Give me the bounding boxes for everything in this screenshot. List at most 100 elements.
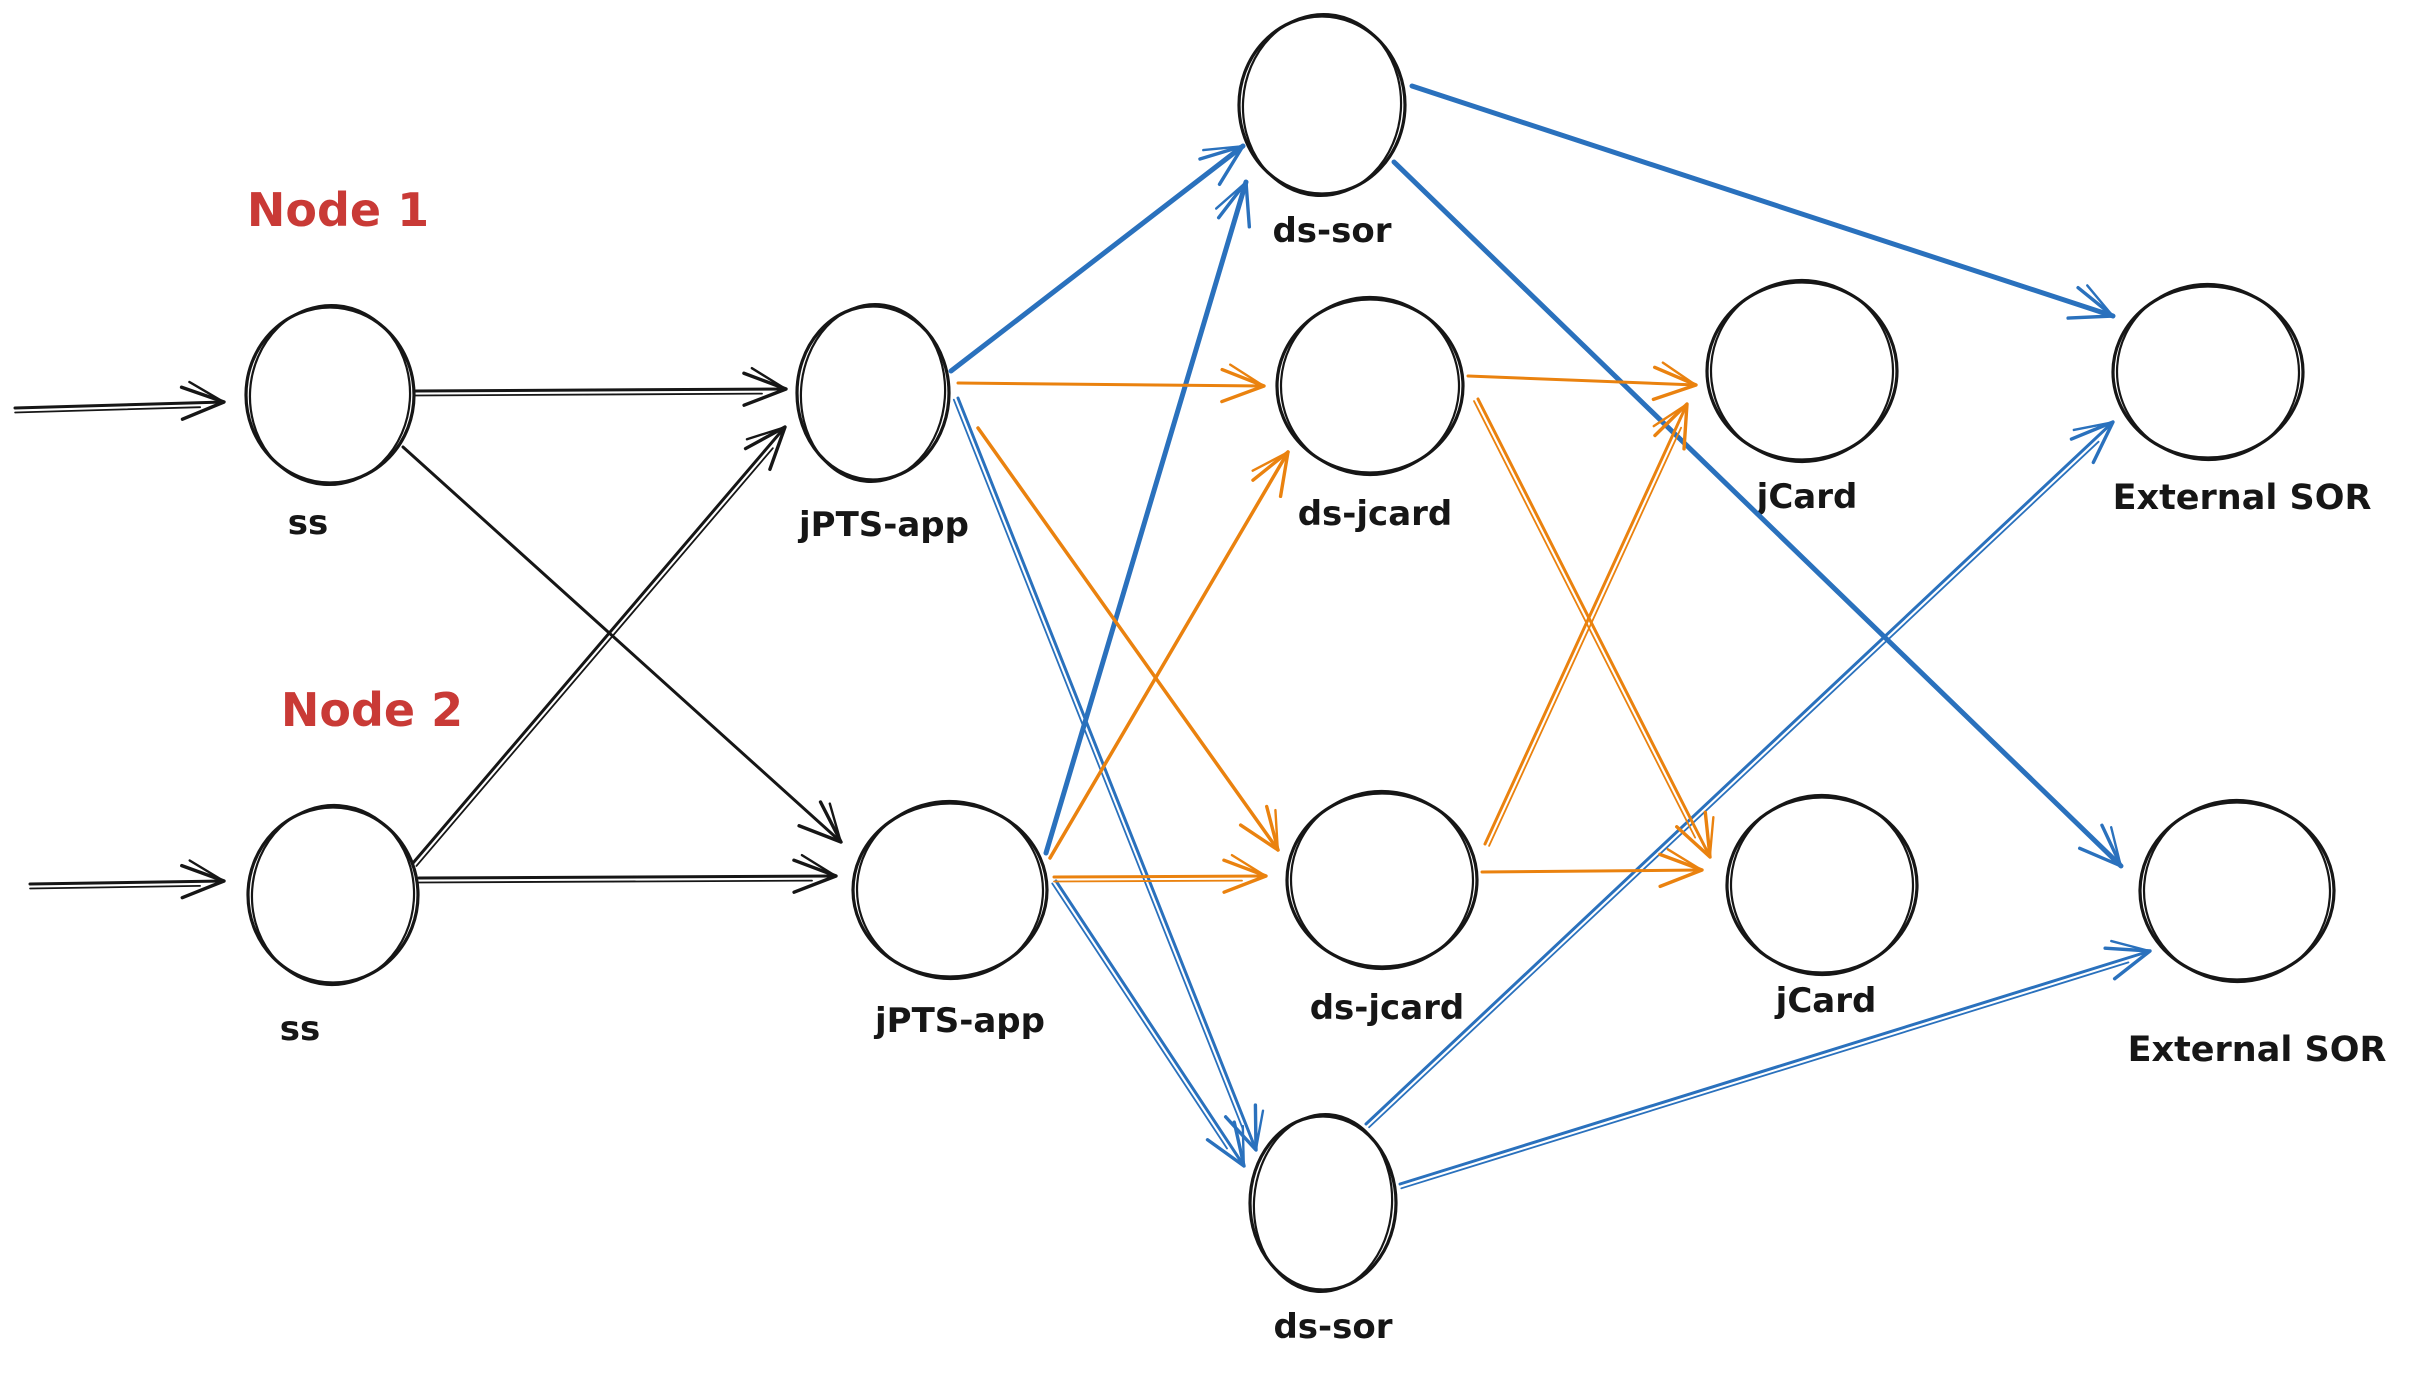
edge-ds-jcard-1-to-jcard-1[interactable] [1466, 361, 1698, 402]
edge-line[interactable] [1391, 159, 2124, 869]
edge-line-sketch [418, 879, 813, 884]
node-label-jcard-2: jCard [1774, 981, 1877, 1021]
edge-jpts-app-1-to-ds-jcard-1[interactable] [956, 363, 1266, 404]
edge-jpts-app-2-to-ds-sor-2[interactable] [1051, 879, 1246, 1168]
edge-external-input-to-ss-2[interactable] [28, 859, 226, 900]
edge-line[interactable] [417, 853, 838, 894]
node-ds-jcard-1[interactable]: ds-jcard [1275, 291, 1465, 534]
node-circle-sketch [1241, 12, 1403, 198]
edge-line[interactable] [1483, 402, 1689, 846]
node-label-jcard-1: jCard [1755, 477, 1858, 517]
edge-line-sketch [1051, 882, 1228, 1150]
edge-line-sketch [415, 447, 774, 867]
edge-line[interactable] [1052, 853, 1268, 894]
edge-ds-sor-2-to-external-sor-2[interactable] [1398, 939, 2152, 1190]
group-label-node-1: Node 1 [247, 183, 429, 237]
edge-ss-1-to-jpts-app-1[interactable] [412, 366, 788, 407]
node-jcard-1[interactable]: jCard [1705, 274, 1899, 517]
node-circle-sketch [1289, 789, 1475, 971]
edge-line-sketch [1488, 426, 1682, 847]
edge-line[interactable] [1043, 179, 1252, 856]
edge-line[interactable] [13, 380, 226, 421]
edge-line-sketch [413, 392, 763, 397]
node-jpts-app-2[interactable]: jPTS-app [851, 795, 1049, 1041]
edge-line-sketch [1368, 440, 2100, 1129]
edge-line[interactable] [1364, 420, 2115, 1126]
edge-line[interactable] [1048, 450, 1290, 860]
edge-line[interactable] [1409, 83, 2116, 320]
node-label-external-sor-2: External SOR [2128, 1030, 2387, 1070]
node-circle[interactable] [851, 801, 1049, 979]
edge-jpts-app-2-to-ds-jcard-2[interactable] [1052, 853, 1268, 894]
edge-line-sketch [1473, 400, 1697, 839]
edge-jpts-app-2-to-ds-jcard-1[interactable] [1048, 450, 1290, 860]
node-external-sor-1[interactable]: External SOR [2111, 278, 2371, 518]
edge-ds-jcard-1-to-jcard-2[interactable] [1473, 397, 1715, 859]
node-ss-2[interactable]: ss [246, 800, 420, 1049]
node-circle[interactable] [2111, 284, 2305, 460]
node-circle[interactable] [1285, 791, 1479, 969]
node-circle-sketch [2115, 282, 2301, 462]
node-ds-jcard-2[interactable]: ds-jcard [1285, 785, 1479, 1028]
edge-line-sketch [1400, 961, 2130, 1190]
node-circle-sketch [1729, 793, 1915, 977]
edge-line-sketch [1053, 879, 1243, 883]
edge-ss-1-to-jpts-app-2[interactable] [401, 445, 843, 844]
edge-ds-sor-1-to-external-sor-1[interactable] [1409, 83, 2116, 320]
node-label-ds-jcard-1: ds-jcard [1298, 494, 1453, 534]
node-circle[interactable] [1705, 280, 1899, 462]
edge-ds-sor-1-to-external-sor-2[interactable] [1391, 159, 2124, 869]
edge-line[interactable] [956, 396, 1265, 1152]
node-label-jpts-app-2: jPTS-app [873, 1001, 1045, 1041]
node-circle[interactable] [1725, 795, 1919, 975]
edge-ds-jcard-2-to-jcard-1[interactable] [1483, 402, 1689, 847]
node-ds-sor-2[interactable]: ds-sor [1248, 1109, 1398, 1347]
edge-line[interactable] [1476, 397, 1715, 859]
node-circle[interactable] [795, 304, 951, 482]
node-circle[interactable] [1275, 297, 1465, 475]
edge-line[interactable] [412, 366, 788, 407]
edge-line[interactable] [976, 426, 1280, 852]
node-circle[interactable] [246, 805, 420, 985]
node-circle-sketch [1279, 295, 1461, 477]
node-label-ds-jcard-2: ds-jcard [1310, 988, 1465, 1028]
edge-line[interactable] [956, 363, 1266, 404]
edge-ss-2-to-jpts-app-2[interactable] [417, 853, 838, 894]
edge-line[interactable] [28, 859, 226, 900]
node-circle[interactable] [2138, 800, 2336, 982]
edge-line-sketch [952, 398, 1244, 1131]
edge-ds-sor-2-to-external-sor-1[interactable] [1364, 420, 2115, 1129]
edge-jpts-app-1-to-ds-jcard-2[interactable] [976, 426, 1280, 852]
edge-line[interactable] [948, 143, 1246, 374]
edge-line[interactable] [1480, 848, 1704, 889]
node-circle-sketch [248, 303, 412, 487]
edge-line[interactable] [1466, 361, 1698, 402]
node-circle[interactable] [1237, 14, 1407, 196]
edge-jpts-app-1-to-ds-sor-2[interactable] [952, 396, 1265, 1152]
edge-line[interactable] [1398, 939, 2152, 1186]
node-label-ss-1: ss [288, 503, 328, 543]
edge-jpts-app-1-to-ds-sor-1[interactable] [948, 143, 1246, 374]
edge-external-input-to-ss-1[interactable] [13, 380, 226, 421]
node-external-sor-2[interactable]: External SOR [2128, 794, 2387, 1070]
edge-ds-jcard-2-to-jcard-2[interactable] [1480, 848, 1704, 889]
node-jpts-app-1[interactable]: jPTS-app [795, 299, 969, 545]
edge-ss-2-to-jpts-app-1[interactable] [411, 425, 787, 867]
node-circle-sketch [2142, 798, 2332, 984]
group-label-node-2: Node 2 [281, 683, 463, 737]
node-circle-sketch [1252, 1112, 1394, 1294]
edge-line[interactable] [1054, 879, 1246, 1168]
node-circle-sketch [1709, 278, 1895, 464]
node-label-ds-sor-1: ds-sor [1272, 211, 1391, 251]
edge-line-sketch [29, 884, 201, 890]
edge-jpts-app-2-to-ds-sor-1[interactable] [1043, 179, 1252, 856]
edge-line[interactable] [411, 425, 787, 865]
node-circle[interactable] [1248, 1114, 1398, 1292]
node-label-ds-sor-2: ds-sor [1273, 1307, 1392, 1347]
node-jcard-2[interactable]: jCard [1725, 789, 1919, 1021]
node-label-ss-2: ss [280, 1009, 320, 1049]
node-ds-sor-1[interactable]: ds-sor [1237, 9, 1407, 251]
edge-line[interactable] [401, 445, 843, 844]
